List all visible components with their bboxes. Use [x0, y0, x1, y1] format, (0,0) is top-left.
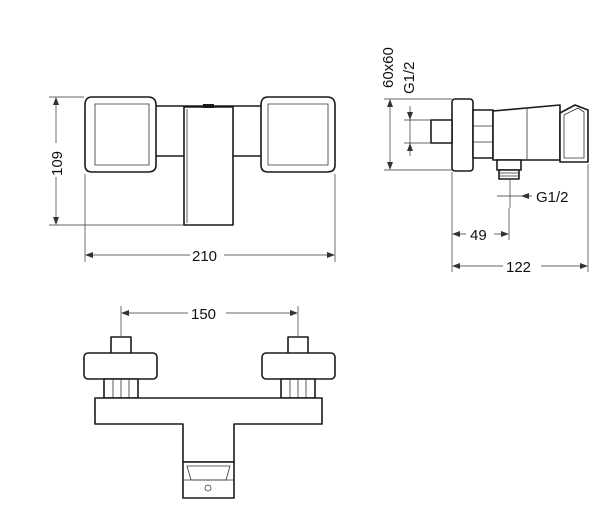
top-left-flange [83, 352, 158, 380]
dim-outlet-offset-label: 49 [470, 227, 487, 244]
dim-inlet: 60x60 G1/2 [380, 47, 452, 171]
dim-depth-side: 122 [452, 164, 589, 276]
side-view [430, 98, 589, 180]
front-left-flange-inner [94, 103, 150, 166]
top-right-flange [261, 352, 336, 380]
dim-height-front: 109 [47, 96, 184, 226]
dim-outlet-thread-label: G1/2 [536, 189, 569, 206]
dim-outlet-thread: G1/2 [497, 180, 569, 208]
side-outlet [496, 159, 522, 171]
dim-depth-side-label: 122 [506, 259, 531, 276]
side-body [492, 104, 561, 161]
front-right-flange-inner [267, 103, 329, 166]
dim-center-distance: 150 [120, 304, 299, 336]
front-mixer-body [183, 106, 234, 226]
front-top-cap [203, 104, 214, 108]
dim-center-distance-label: 150 [191, 306, 216, 323]
side-wall-flange [451, 98, 474, 172]
dim-width-front-label: 210 [192, 248, 217, 265]
side-nut [472, 109, 494, 159]
dim-width-front: 210 [84, 174, 336, 265]
top-body [94, 397, 323, 463]
side-inlet-pipe [430, 119, 453, 144]
front-right-flange [260, 96, 336, 173]
dim-height-front-label: 109 [49, 151, 66, 176]
side-lever [559, 104, 589, 163]
top-lever-screw [204, 484, 212, 492]
side-outlet-thread [498, 169, 520, 180]
front-left-flange [84, 96, 157, 173]
dim-outlet-offset: 49 [451, 172, 510, 272]
dim-inlet-thread-label: G1/2 [401, 61, 418, 94]
top-view [83, 336, 336, 499]
dim-inlet-size-label: 60x60 [380, 47, 397, 88]
front-view [84, 96, 336, 226]
